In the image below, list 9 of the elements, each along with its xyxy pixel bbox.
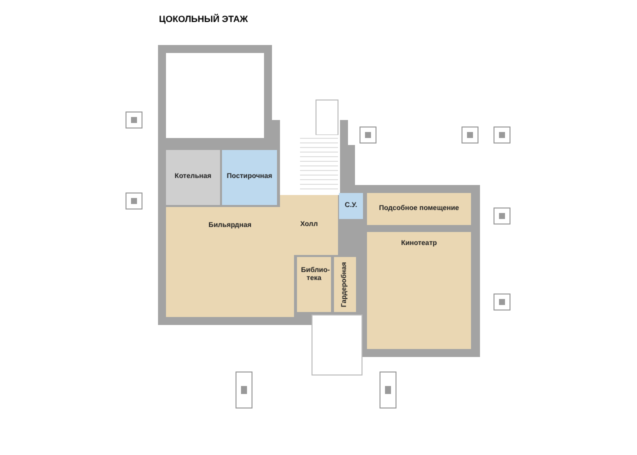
room — [166, 150, 220, 205]
room — [166, 207, 294, 317]
plan-title: ЦОКОЛЬНЫЙ ЭТАЖ — [159, 14, 248, 24]
room — [367, 232, 471, 349]
room — [222, 150, 277, 205]
room — [339, 193, 363, 219]
room — [297, 257, 331, 312]
room — [334, 257, 356, 312]
room — [367, 193, 471, 225]
